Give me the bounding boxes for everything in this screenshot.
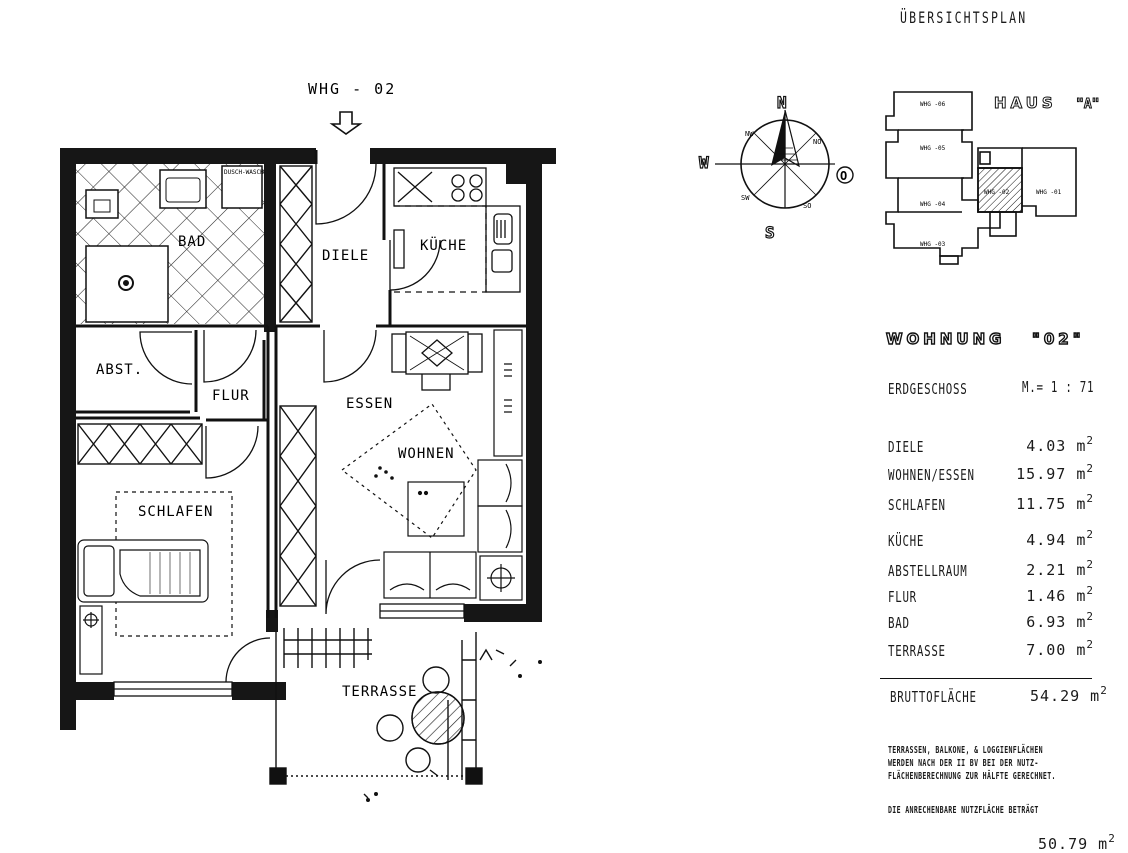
room-label-essen: ESSEN — [346, 396, 393, 412]
bedroom-furniture — [77, 491, 233, 675]
floor-label: ERDGESCHOSS — [888, 380, 968, 398]
area-value-text: 4.03 m — [1026, 437, 1087, 455]
dining-table — [391, 331, 483, 391]
scale-label: M.= 1 : 71 — [1022, 378, 1095, 396]
area-unit-sup: 2 — [1086, 462, 1094, 475]
wardrobes — [77, 165, 317, 607]
area-value: 6.93 m2 — [1026, 610, 1094, 631]
area-unit-sup: 2 — [1086, 492, 1094, 505]
washing-machine — [221, 165, 263, 209]
compass-no: NO — [813, 138, 821, 146]
total-value: 54.29 m2 — [1030, 684, 1108, 705]
area-name: FLUR — [888, 588, 917, 606]
compass-s: S — [765, 223, 775, 242]
doors — [139, 163, 441, 683]
unit-label: WHG - 02 — [308, 80, 396, 98]
area-name: BAD — [888, 614, 910, 632]
total-value-text: 54.29 m — [1030, 687, 1101, 705]
area-value-text: 1.46 m — [1026, 587, 1087, 605]
area-value-text: 7.00 m — [1026, 641, 1087, 659]
terrace-note: TERRASSEN, BALKONE, & LOGGIENFLÄCHEN WER… — [888, 744, 1056, 783]
key-plan-unit-06: WHG -06 — [920, 101, 946, 108]
outer-walls — [60, 148, 556, 730]
area-unit-sup: 2 — [1086, 584, 1094, 597]
apartment-number: "02" — [1031, 329, 1085, 348]
area-value-text: 15.97 m — [1016, 465, 1087, 483]
room-label-diele: DIELE — [322, 248, 369, 264]
compass-n: N — [777, 93, 787, 112]
area-value: 11.75 m2 — [1016, 492, 1094, 513]
area-value-text: 11.75 m — [1016, 495, 1087, 513]
note-line-3: FLÄCHENBERECHNUNG ZUR HÄLFTE GERECHNET. — [888, 771, 1056, 782]
net-area-label: DIE ANRECHENBARE NUTZFLÄCHE BETRÄGT — [888, 805, 1039, 816]
key-plan-unit-04: WHG -04 — [920, 201, 946, 208]
area-value: 7.00 m2 — [1026, 638, 1094, 659]
key-plan-unit-02: WHG -02 — [984, 189, 1010, 196]
note-line-1: TERRASSEN, BALKONE, & LOGGIENFLÄCHEN — [888, 745, 1043, 756]
apartment-title: WOHNUNG — [885, 329, 1006, 348]
room-label-wohnen: WOHNEN — [398, 446, 455, 462]
area-name: SCHLAFEN — [888, 496, 946, 514]
note-line-2: WERDEN NACH DER II BV BEI DER NUTZ- — [888, 758, 1039, 769]
area-name: KÜCHE — [888, 532, 925, 550]
net-area-value: 50.79 m2 — [1038, 832, 1116, 853]
room-label-flur: FLUR — [212, 388, 250, 404]
total-unit-sup: 2 — [1100, 684, 1108, 697]
area-unit-sup: 2 — [1086, 610, 1094, 623]
area-name: ABSTELLRAUM — [888, 562, 968, 580]
area-unit-sup: 2 — [1086, 434, 1094, 447]
entry-arrow-icon — [329, 111, 363, 135]
area-value: 4.94 m2 — [1026, 528, 1094, 549]
windows — [113, 603, 465, 697]
floor-plan: WHG - 02 DUSCH-WASCH — [60, 80, 556, 803]
area-value-text: 4.94 m — [1026, 531, 1087, 549]
overview-title: ÜBERSICHTSPLAN — [900, 8, 1028, 27]
compass-sw: SW — [741, 194, 750, 202]
room-label-terrasse: TERRASSE — [342, 684, 417, 700]
inner-walls — [76, 150, 526, 618]
area-unit-sup: 2 — [1086, 558, 1094, 571]
area-value: 1.46 m2 — [1026, 584, 1094, 605]
room-label-bad: BAD — [178, 234, 206, 250]
room-label-abst: ABST. — [96, 362, 143, 378]
area-name: TERRASSE — [888, 642, 946, 660]
key-plan-unit-05: WHG -05 — [920, 145, 946, 152]
area-unit-sup: 2 — [1086, 638, 1094, 651]
area-value: 2.21 m2 — [1026, 558, 1094, 579]
compass-rose: N S W O NW NO SW SO — [698, 92, 854, 243]
compass-nw: NW — [745, 130, 754, 138]
key-plan-unit-01: WHG -01 — [1036, 189, 1062, 196]
compass-o: O — [840, 169, 847, 183]
key-plan: HAUS "A" WHG -06 WHG -05 WHG -04 WHG -03… — [885, 91, 1100, 265]
compass-w: W — [699, 153, 709, 172]
area-value-text: 6.93 m — [1026, 613, 1087, 631]
room-label-kueche: KÜCHE — [420, 236, 467, 254]
area-value: 15.97 m2 — [1016, 462, 1094, 483]
living-furniture — [340, 329, 523, 601]
total-label: BRUTTOFLÄCHE — [890, 688, 977, 706]
terrace — [269, 628, 543, 803]
area-unit-sup: 2 — [1086, 528, 1094, 541]
compass-so: SO — [803, 202, 811, 210]
area-value: 4.03 m2 — [1026, 434, 1094, 455]
kitchen-units — [392, 167, 521, 293]
key-plan-haus: HAUS — [994, 94, 1057, 112]
room-label-schlafen: SCHLAFEN — [138, 504, 213, 520]
key-plan-unit-03: WHG -03 — [920, 241, 946, 248]
key-plan-haus-letter: "A" — [1076, 97, 1099, 112]
net-area-value-text: 50.79 m — [1038, 835, 1109, 853]
area-name: DIELE — [888, 438, 925, 456]
area-name: WOHNEN/ESSEN — [888, 466, 975, 484]
bad-dusche-label: DUSCH-WASCH — [224, 169, 264, 176]
net-unit-sup: 2 — [1108, 832, 1116, 845]
total-divider — [880, 678, 1092, 679]
area-value-text: 2.21 m — [1026, 561, 1087, 579]
